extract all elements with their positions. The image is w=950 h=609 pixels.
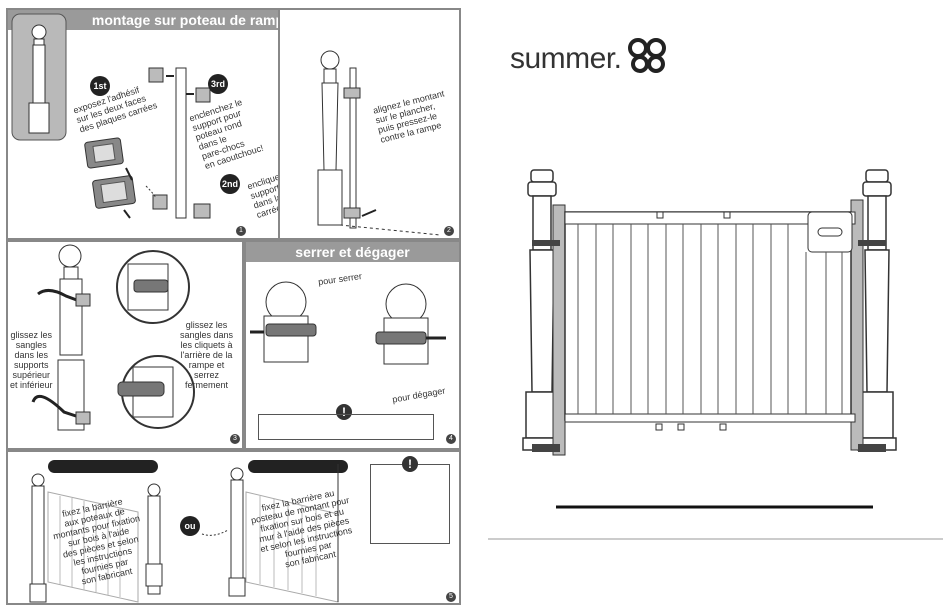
or-badge: ou — [180, 516, 200, 536]
warning-icon: ! — [402, 456, 418, 472]
mount-illustration — [11, 13, 211, 219]
label-bar-left — [48, 460, 158, 473]
brand-wordmark: summer. — [510, 42, 622, 75]
warning-icon: ! — [336, 404, 352, 420]
tighten-illustration — [250, 281, 446, 365]
wood-mount-illustration — [29, 464, 339, 603]
warning-box — [258, 414, 434, 440]
butterfly-icon — [628, 38, 666, 73]
panel-title: serrer et dégager — [246, 242, 459, 262]
label-bar-right — [248, 460, 348, 473]
straps-right-text: glissez les sangles dans les cliquets à … — [180, 320, 234, 390]
step-third-badge: 3rd — [208, 74, 228, 94]
step-number: 5 — [446, 592, 456, 602]
step-number: 4 — [446, 434, 456, 444]
step-number: 1 — [236, 226, 246, 236]
panel-straps: glissez les sangles dans les supports su… — [6, 240, 244, 450]
warning-box — [370, 464, 450, 544]
panel-align-upright: alignez le montant sur le plancher, puis… — [278, 8, 461, 240]
step-second-badge: 2nd — [220, 174, 240, 194]
step-number: 3 — [230, 434, 240, 444]
step-number: 2 — [444, 226, 454, 236]
straps-illustration — [31, 244, 195, 431]
panel-tighten-release: serrer et dégager pour serrer pour dégag… — [244, 240, 461, 450]
brand-logo: summer. — [506, 38, 686, 78]
straps-left-text: glissez les sangles dans les supports su… — [10, 330, 53, 390]
panel-wood-mount: ou fixez la barrière aux poteaux de mont… — [6, 450, 461, 605]
align-illustration — [317, 50, 441, 236]
step-first-badge: 1st — [90, 76, 110, 96]
